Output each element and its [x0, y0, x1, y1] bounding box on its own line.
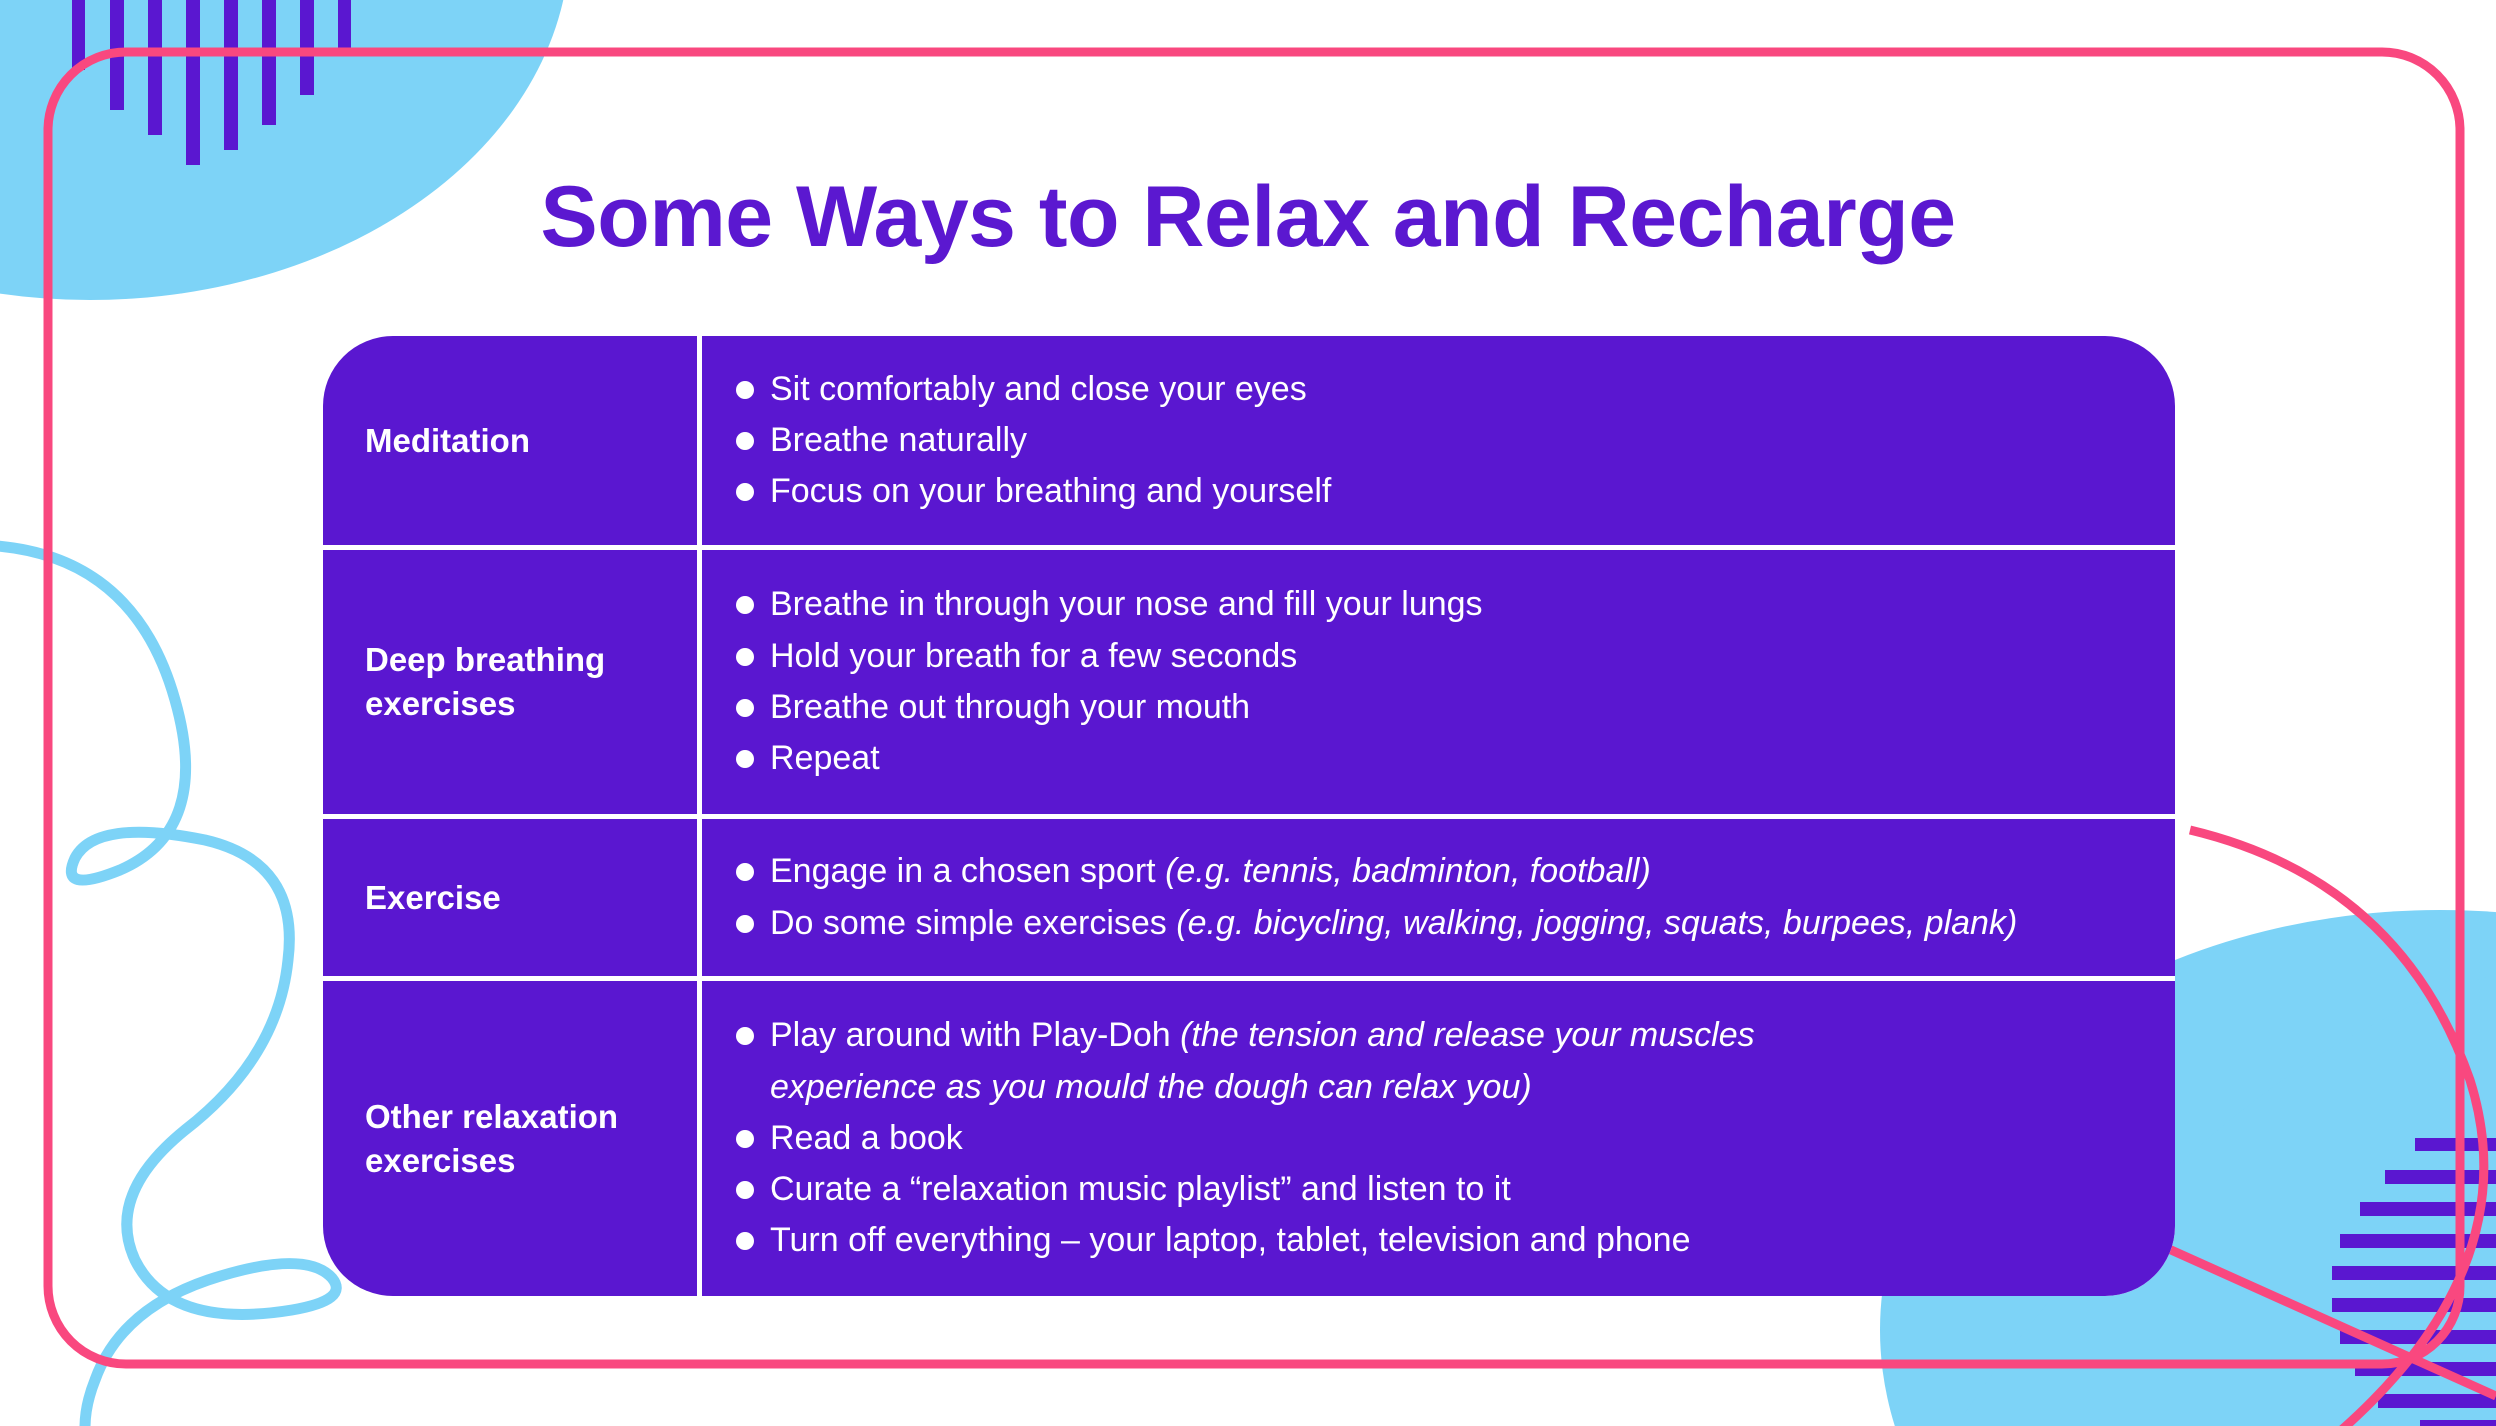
list-item-text: Turn off everything – your laptop, table…	[770, 1221, 1691, 1260]
table-row: Other relaxation exercises Play around w…	[323, 981, 2175, 1296]
stripe-h-1	[2415, 1138, 2496, 1151]
bullet-dot-icon	[736, 863, 754, 882]
list-item: Hold your breath for a few seconds	[736, 631, 2141, 682]
page-title: Some Ways to Relax and Recharge	[540, 169, 1956, 265]
list-item: Turn off everything – your laptop, table…	[736, 1215, 2141, 1266]
bullet-dot-icon	[736, 647, 754, 666]
relaxation-methods-table: Meditation Sit comfortably and close you…	[323, 336, 2175, 1296]
list-item: Breathe out through your mouth	[736, 682, 2141, 733]
list-item: Sit comfortably and close your eyes	[736, 364, 2141, 415]
stripe-h-4	[2340, 1234, 2496, 1248]
list-item-text: Do some simple exercises (e.g. bicycling…	[770, 898, 2141, 949]
list-item: Breathe in through your nose and fill yo…	[736, 579, 2141, 630]
stripe-h-10	[2420, 1420, 2496, 1426]
list-item-note: (the tension and release your muscles	[1180, 1016, 1755, 1055]
list-item-text: Breathe naturally	[770, 420, 1028, 459]
stripe-v-6	[262, 0, 276, 125]
stripe-v-5	[224, 0, 238, 150]
stripe-h-9	[2378, 1394, 2496, 1408]
list-item-text: Hold your breath for a few seconds	[770, 636, 1298, 675]
list-item: Curate a “relaxation music playlist” and…	[736, 1164, 2141, 1215]
list-item: Engage in a chosen sport (e.g. tennis, b…	[736, 846, 2141, 897]
bullet-dot-icon	[736, 596, 754, 615]
list-item: Play around with Play-Doh (the tension a…	[736, 1010, 2141, 1061]
bullet-dot-icon	[736, 1181, 754, 1200]
bottom-right-stripes-group	[2332, 1138, 2496, 1426]
bullet-dot-icon	[736, 750, 754, 769]
bullet-dot-icon	[736, 431, 754, 450]
list-item-text: Sit comfortably and close your eyes	[770, 369, 1307, 408]
table-row: Deep breathing exercises Breathe in thro…	[323, 550, 2175, 814]
table-row: Meditation Sit comfortably and close you…	[323, 336, 2175, 545]
stripe-h-2	[2385, 1170, 2496, 1184]
row-content-exercise: Engage in a chosen sport (e.g. tennis, b…	[702, 819, 2175, 976]
bullet-dot-icon	[736, 483, 754, 502]
bullet-dot-icon	[736, 1232, 754, 1251]
stripe-h-8	[2355, 1362, 2496, 1376]
list-item-main: Play around with Play-Doh	[770, 1016, 1181, 1055]
list-item-text: Repeat	[770, 739, 880, 778]
stripe-v-7	[300, 0, 314, 95]
list-item-note: (e.g. tennis, badminton, football)	[1165, 852, 1651, 891]
stripe-v-4	[186, 0, 200, 165]
list-item-text: Read a book	[770, 1118, 963, 1157]
row-label-exercise: Exercise	[323, 819, 697, 976]
list-item-text: Focus on your breathing and yourself	[770, 472, 1332, 511]
row-content-deep-breathing: Breathe in through your nose and fill yo…	[702, 550, 2175, 814]
list-item: Repeat	[736, 733, 2141, 784]
stripe-h-7	[2340, 1330, 2496, 1344]
stripe-v-3	[148, 0, 162, 135]
list-item-text: Engage in a chosen sport (e.g. tennis, b…	[770, 846, 2141, 897]
list-item-text: Breathe in through your nose and fill yo…	[770, 585, 1483, 624]
list-item-note: (e.g. bicycling, walking, jogging, squat…	[1176, 903, 2018, 942]
list-item-main: Engage in a chosen sport	[770, 852, 1166, 891]
row-label-other-relaxation: Other relaxation exercises	[323, 981, 697, 1296]
bullet-dot-icon	[736, 1129, 754, 1148]
bullet-dot-icon	[736, 914, 754, 933]
row-content-other-relaxation: Play around with Play-Doh (the tension a…	[702, 981, 2175, 1296]
stripe-v-2	[110, 0, 124, 110]
top-left-stripes-group	[72, 0, 351, 165]
list-item-text: Breathe out through your mouth	[770, 688, 1251, 726]
list-item-text: Play around with Play-Doh (the tension a…	[770, 1010, 2141, 1061]
stripe-h-5	[2332, 1266, 2496, 1280]
list-item: Read a book	[736, 1113, 2141, 1164]
bullet-dot-icon	[736, 380, 754, 399]
list-item-main: Do some simple exercises	[770, 903, 1177, 942]
list-item-continuation: experience as you mould the dough can re…	[770, 1067, 1532, 1106]
stripe-h-6	[2332, 1298, 2496, 1312]
row-label-deep-breathing: Deep breathing exercises	[323, 550, 697, 814]
list-item: Do some simple exercises (e.g. bicycling…	[736, 898, 2141, 949]
list-item: Focus on your breathing and yourself	[736, 466, 2141, 517]
stripe-v-8	[338, 0, 351, 50]
row-label-meditation: Meditation	[323, 336, 697, 545]
row-content-meditation: Sit comfortably and close your eyes Brea…	[702, 336, 2175, 545]
table-row: Exercise Engage in a chosen sport (e.g. …	[323, 819, 2175, 976]
list-item-text: Curate a “relaxation music playlist” and…	[770, 1170, 1511, 1209]
list-item: Breathe naturally	[736, 415, 2141, 466]
bullet-dot-icon	[736, 1027, 754, 1046]
stripe-v-1	[72, 0, 85, 70]
stripe-h-3	[2360, 1202, 2496, 1216]
bullet-dot-icon	[736, 699, 754, 717]
pink-curve-line	[2188, 825, 2489, 1426]
left-squiggle-line	[0, 540, 342, 1426]
